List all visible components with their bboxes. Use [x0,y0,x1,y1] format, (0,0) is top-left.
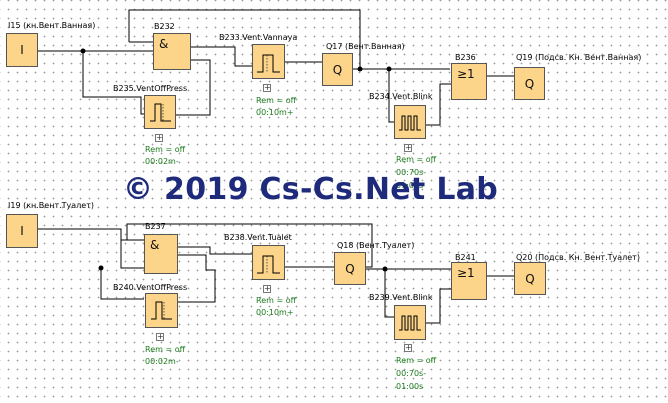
and-block-label: B237 [145,222,166,231]
out-label: Q20 (Подсв. Кн. Вент.Туалет) [516,253,640,262]
input-label: I15 (кн.Вент.Ванная) [8,21,96,30]
q-symbol: Q [332,62,343,77]
input-symbol: I [20,43,24,57]
timer-label: B233.Vent.Vannaya [219,33,298,42]
on-delay-timer-icon [257,54,280,73]
wire [100,268,144,300]
expand-parameters-toggle[interactable]: + [263,284,271,293]
offdelay-block-b240[interactable] [145,293,178,328]
blink-label: B239.Vent.Blink [369,293,433,302]
blink-label: B234.Vent.Blink [369,92,433,101]
param-time: 00:10m+ [256,308,294,317]
junction-dot [80,48,86,54]
q-output-label: Q18 (Вент.Туалет) [337,241,415,250]
output-block-q19[interactable]: Q [514,67,545,100]
or-symbol: ≥1 [457,266,475,280]
out-label: Q19 (Подсв. Кн. Вент.Ванная) [516,53,642,62]
off-delay-timer-icon [150,103,171,122]
input-block-i19[interactable]: I [6,214,38,248]
and-block-b237[interactable]: & [144,234,178,274]
or-block-label: B241 [455,253,476,262]
param-rem: Rem = off [145,345,186,354]
offdelay-block-b235[interactable] [144,95,176,129]
param-time: 00:70s- [396,369,427,378]
junction-dot [98,265,104,271]
param-time: 00:70s- [396,168,427,177]
junction-dot [386,66,392,72]
q-symbol: Q [524,76,535,91]
expand-parameters-toggle[interactable]: + [404,343,412,352]
param-rem: Rem = off [256,296,297,305]
param-time: 00:02m- [145,357,179,366]
offpress-label: B240.VentOffPress [113,283,188,292]
pulse-generator-icon [399,115,421,131]
on-delay-timer-icon [257,255,280,274]
wire [177,254,216,303]
wire [388,69,394,123]
or-block-b236[interactable]: ≥1 [451,63,487,100]
wire [426,83,451,126]
wire [128,9,361,69]
wire [37,228,144,269]
q-symbol: Q [525,271,535,286]
or-block-label: B236 [455,53,476,62]
expand-parameters-toggle[interactable]: + [155,133,163,142]
expand-parameters-toggle[interactable]: + [404,143,412,152]
output-block-q20[interactable]: Q [514,262,546,295]
wire [426,288,451,324]
param-rem: Rem = off [396,155,437,164]
timer-label: B238.Vent.Tualet [224,233,292,242]
junction-dot [382,266,388,272]
expand-parameters-toggle[interactable]: + [156,332,164,341]
ondelay-block-b238[interactable] [252,245,285,280]
output-block-q18[interactable]: Q [334,252,366,285]
input-symbol: I [20,224,24,238]
and-block-b232[interactable]: & [153,33,191,70]
param-rem: Rem = off [396,356,437,365]
param-rem: Rem = off [256,96,297,105]
off-delay-timer-icon [151,301,172,320]
ondelay-block-b233[interactable] [252,44,285,79]
pulse-generator-icon [399,315,421,331]
input-label: I19 (кн.Вент.Туалет) [8,201,94,210]
input-block-i15[interactable]: I [6,33,38,67]
expand-parameters-toggle[interactable]: + [263,83,271,92]
param-time: 01:00s [396,181,424,190]
param-time: 01:00s [396,382,424,391]
wire [384,269,394,318]
q-symbol: Q [345,261,355,276]
q-output-label: Q17 (Вент.Ванная) [326,42,405,51]
param-time: 00:02m- [145,157,179,166]
param-time: 00:10m+ [256,108,294,117]
wire [190,46,252,67]
wire [82,51,144,115]
offpress-label: B235.VentOffPress [113,84,188,93]
or-block-b241[interactable]: ≥1 [451,262,487,300]
wire [176,59,211,116]
param-rem: Rem = off [145,145,186,154]
pulse-generator-b239[interactable] [394,305,426,340]
junction-dot [357,66,363,72]
wire [177,246,252,255]
and-symbol: & [150,238,160,252]
pulse-generator-b234[interactable] [394,105,426,139]
and-symbol: & [159,37,169,51]
watermark-text: © 2019 Cs-Cs.Net Lab [123,172,499,207]
wire [126,223,373,268]
or-symbol: ≥1 [457,67,475,81]
output-block-q17[interactable]: Q [322,53,353,86]
and-block-label: B232 [154,22,175,31]
